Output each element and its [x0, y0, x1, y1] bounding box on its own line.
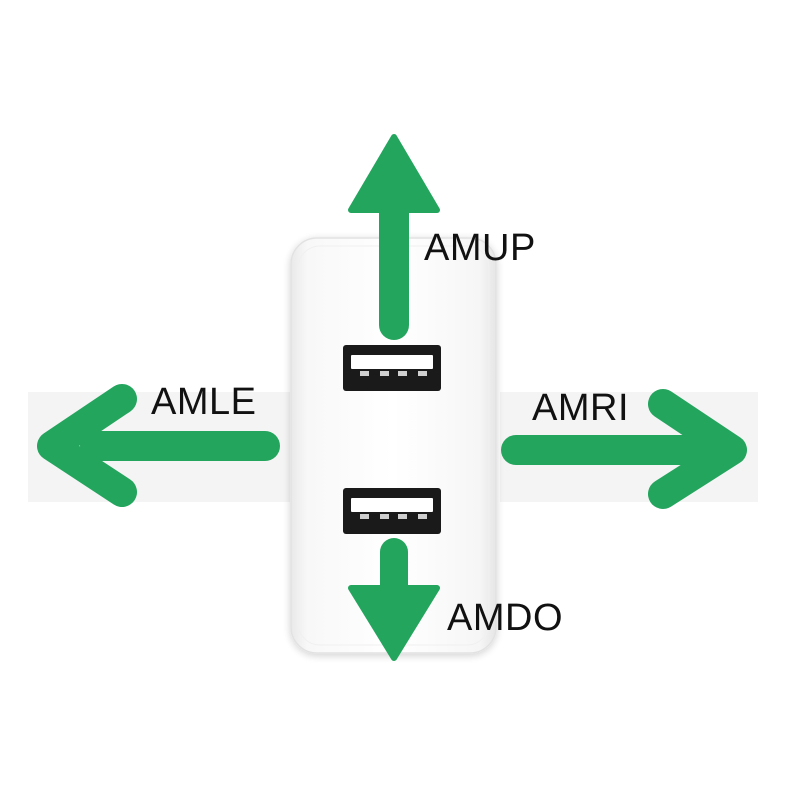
arrow-left-icon: [37, 384, 280, 507]
label-amdo: AMDO: [447, 597, 563, 639]
arrow-down-icon: [348, 538, 440, 661]
label-amri: AMRI: [532, 387, 629, 429]
usb-port-bottom-icon: [343, 488, 441, 534]
arrow-right-icon: [501, 389, 747, 509]
arrow-up-icon: [348, 134, 440, 340]
label-amup: AMUP: [424, 227, 536, 269]
label-amle: AMLE: [151, 381, 257, 423]
usb-port-top-icon: [343, 345, 441, 391]
